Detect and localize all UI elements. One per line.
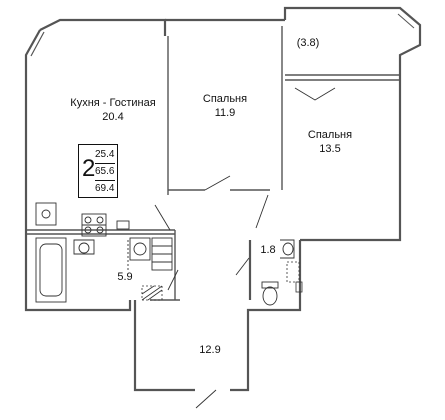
hall-area: 12.9 <box>199 344 221 356</box>
kitchen-living-name: Кухня - Гостиная <box>70 97 156 109</box>
balcony-area: (3.8) <box>296 37 320 49</box>
kitchen-sink-icon <box>35 202 57 226</box>
wc-shelf-icon <box>286 261 300 283</box>
kitchen-living-area: 20.4 <box>102 111 124 123</box>
wc-area: 1.8 <box>260 244 276 256</box>
door-swings <box>154 87 336 409</box>
bath-sink-icon <box>73 239 95 255</box>
bedroom-2-area: 13.5 <box>319 143 341 155</box>
total-with-balcony-value: 69.4 <box>95 183 115 194</box>
bedroom-1-name: Спальня <box>202 93 248 105</box>
living-area-value: 25.4 <box>95 149 115 160</box>
toilet-icon <box>261 281 279 306</box>
outer-walls <box>24 6 422 392</box>
room-count: 2 <box>82 155 96 182</box>
bedroom-2-name: Спальня <box>307 129 353 141</box>
bathtub-icon <box>35 237 67 303</box>
apartment-summary-box: 2 25.4 65.6 69.4 <box>78 144 118 198</box>
bedroom-1-area: 11.9 <box>214 107 236 119</box>
total-area-value: 65.6 <box>95 166 115 177</box>
bay-window <box>25 29 45 57</box>
wc-sink-icon <box>280 239 295 259</box>
bathroom-area: 5.9 <box>117 271 133 283</box>
summary-divider <box>95 163 115 164</box>
summary-divider <box>95 180 115 181</box>
washing-machine-icon <box>127 237 173 271</box>
kitchen-living-label: Кухня - Гостиная 20.4 <box>58 96 168 124</box>
bedroom-2-label: Спальня 13.5 <box>300 128 360 156</box>
stove-icon <box>81 213 107 237</box>
balcony-window <box>397 7 421 29</box>
vent-shaft-icon <box>141 285 163 301</box>
bedroom-1-label: Спальня 11.9 <box>195 92 255 120</box>
inner-walls <box>26 26 400 301</box>
fridge-icon <box>116 220 130 230</box>
riser-icon <box>295 281 303 293</box>
